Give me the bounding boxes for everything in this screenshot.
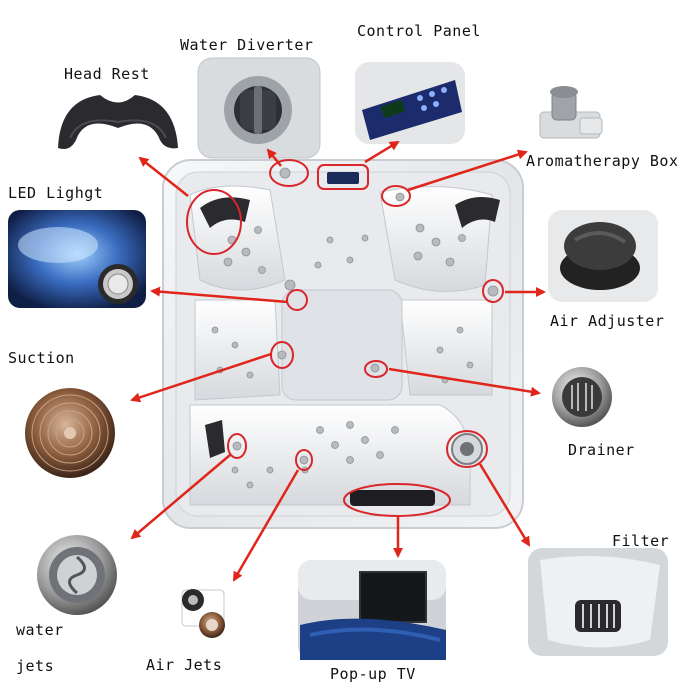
label-air-adjuster: Air Adjuster: [550, 312, 664, 330]
drain-icon: [552, 367, 612, 427]
led-light-icon: [8, 210, 146, 308]
control-panel-icon: [355, 62, 465, 144]
air-jet-icon: [182, 589, 225, 638]
suction-cover-icon: [25, 388, 115, 478]
label-led-light: LED Lighgt: [8, 184, 103, 202]
tv-icon: [298, 560, 446, 660]
label-drainer: Drainer: [568, 441, 635, 459]
label-water-jets-1: water: [16, 621, 64, 639]
water-jet-icon: [37, 535, 117, 615]
label-air-jets: Air Jets: [146, 656, 222, 674]
hot-tub-image: [163, 160, 523, 528]
label-suction: Suction: [8, 349, 75, 367]
label-water-jets-2: jets: [16, 657, 54, 675]
label-head-rest: Head Rest: [64, 65, 150, 83]
air-adjuster-icon: [548, 210, 658, 302]
filter-icon: [528, 548, 668, 656]
label-water-diverter: Water Diverter: [180, 36, 313, 54]
headrest-icon: [58, 95, 178, 149]
aromatherapy-box-icon: [540, 86, 602, 138]
label-aromatherapy-box: Aromatherapy Box: [526, 152, 679, 170]
label-popup-tv: Pop-up TV: [330, 665, 416, 683]
label-control-panel: Control Panel: [357, 22, 481, 40]
label-filter: Filter: [612, 532, 669, 550]
water-diverter-icon: [198, 58, 320, 158]
